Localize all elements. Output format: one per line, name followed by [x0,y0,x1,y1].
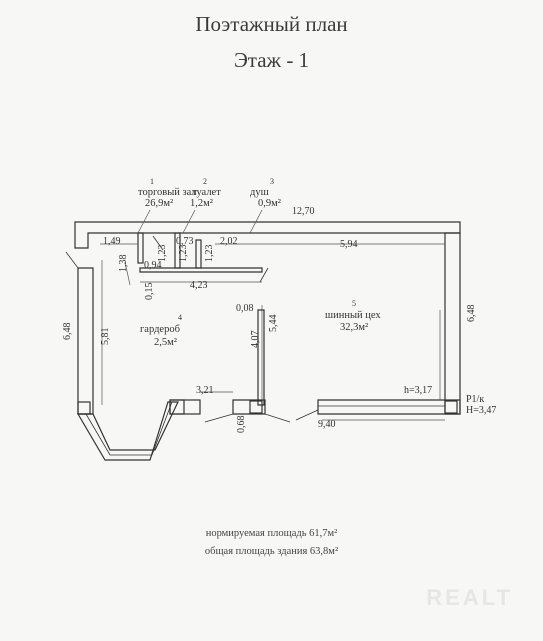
dim-073: 0,73 [176,236,194,247]
room-3-name: туалет [192,187,221,198]
dim-008: 0,08 [236,303,254,314]
column-br [444,400,458,414]
dim-123c: 1,23 [204,245,215,263]
room-3-area: 1,2м² [190,198,213,209]
dim-149: 1,49 [103,236,121,247]
room-2-num: 1 [150,177,154,186]
wall-bottom-mid [169,399,201,415]
dim-648-left: 6,48 [62,323,73,341]
dim-p1k: Р1/к [466,394,484,405]
dim-094: 0,94 [144,260,162,271]
dim-123a: 1,23 [157,245,168,263]
dim-202: 2,02 [220,236,238,247]
dim-407: 4,07 [250,331,261,349]
plan-title: Поэтажный план [195,12,348,36]
dim-top-total: 12,70 [292,206,315,217]
room-5-num: 5 [352,299,356,308]
dim-321: 3,21 [196,385,214,396]
room-1-num: 4 [178,313,182,322]
dim-138: 1,38 [118,255,129,273]
wall-left [77,267,94,415]
total-area: общая площадь здания 63,8м² [204,546,339,557]
dim-068: 0,68 [236,416,247,434]
wall-bay [76,401,179,461]
room-4-area: 0,9м² [258,198,281,209]
partition-wc [137,232,144,264]
room-2-area: 26,9м² [145,198,173,209]
dim-h347: Н=3,47 [466,405,496,416]
door-swing-wardrobe [259,267,269,283]
room-4-name: душ [250,187,269,198]
door-swing-a [204,413,234,423]
partition-horizontal [139,267,263,273]
dim-423: 4,23 [190,280,208,291]
floor-label: Этаж - 1 [233,48,310,72]
room-5-area: 32,3м² [340,322,368,333]
dim-648-right: 6,48 [466,305,477,323]
partition-shower-a [174,232,181,269]
wall-bay-inner [85,401,173,456]
column-bl [77,401,91,415]
dim-015: 0,15 [144,283,155,301]
dim-544: 5,44 [268,315,279,333]
room-4-num: 3 [270,177,274,186]
room-3-num: 2 [203,177,207,186]
door-swing-b [264,413,291,423]
room-1-name: гардероб [140,324,180,335]
dim-581: 5,81 [100,328,111,346]
door-swing-left [65,251,79,269]
partition-vertical [257,309,265,406]
dim-594: 5,94 [340,239,358,250]
door-swing-c [295,409,319,421]
door-swing-wc [152,235,164,251]
wall-bottom-center [232,399,266,415]
partition-shower-b [195,239,202,269]
room-1-area: 2,5м² [154,337,177,348]
wall-bottom-right [317,399,461,415]
dim-h317: h=3,17 [404,385,432,396]
wall-right [444,232,461,415]
column-bc [249,400,263,414]
realt-watermark: REALT [426,585,513,610]
room-5-name: шинный цех [325,310,381,321]
normative-area: нормируемая площадь 61,7м² [205,528,338,539]
dim-940: 9,40 [318,419,336,430]
dim-123b: 1,23 [178,245,189,263]
room-2-name: торговый зал [138,187,197,198]
wall-top [74,221,461,249]
